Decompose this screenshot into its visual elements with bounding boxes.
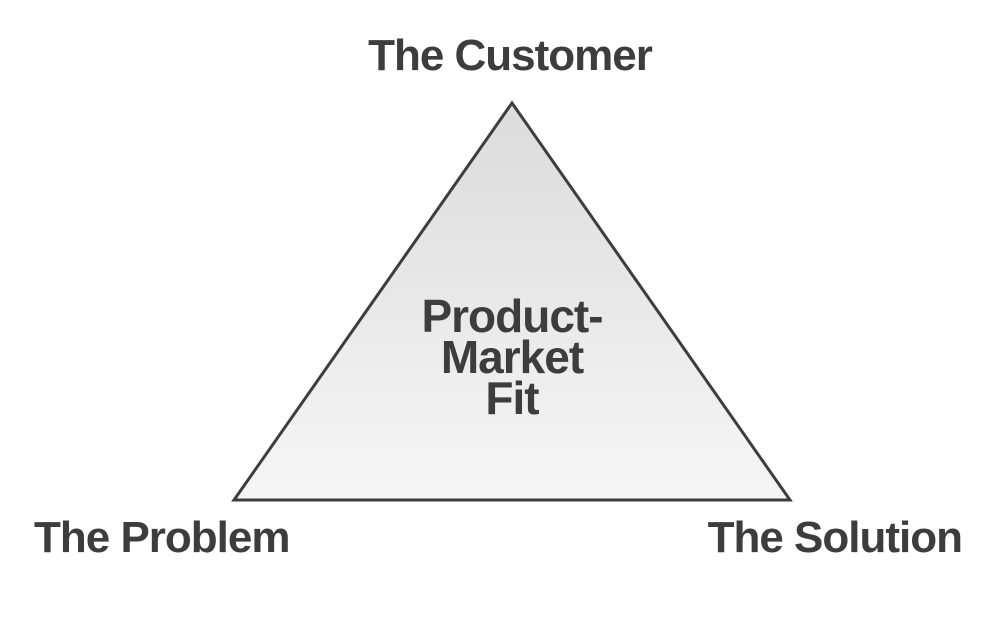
corner-label-solution: The Solution: [707, 513, 963, 562]
center-label-line-3: Fit: [485, 372, 539, 424]
triangle: [231, 100, 793, 502]
center-label: Product- Market Fit: [421, 290, 603, 424]
corner-label-problem: The Problem: [34, 513, 290, 562]
center-label-line-1: Product-: [421, 290, 603, 342]
corner-label-customer: The Customer: [368, 31, 653, 80]
center-label-line-2: Market: [440, 331, 584, 383]
